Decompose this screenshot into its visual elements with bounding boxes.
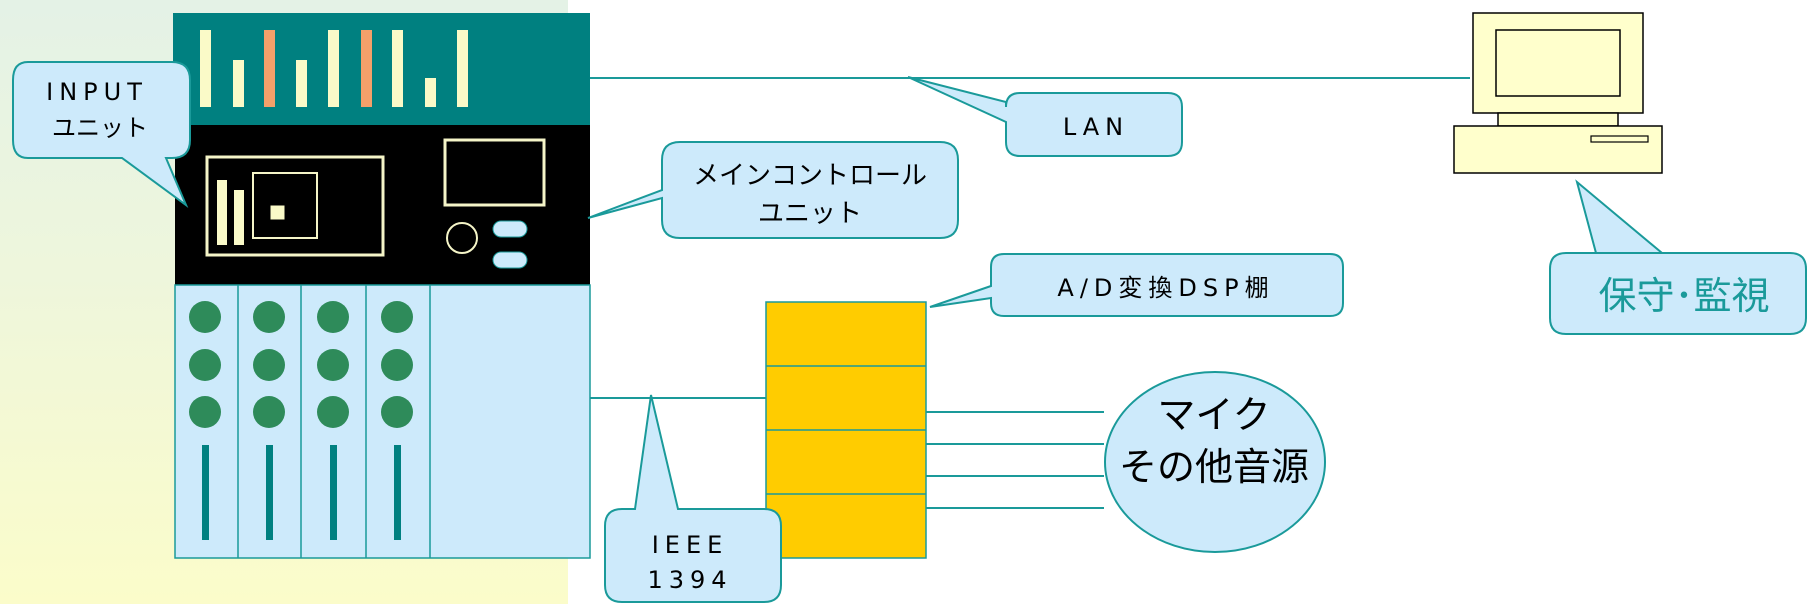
main-control-label-line1: メインコントロール <box>693 161 927 191</box>
maintenance-callout: 保守･監視 <box>1549 179 1807 335</box>
meter-bar-7 <box>392 30 403 107</box>
mic-label-line2: その他音源 <box>1119 445 1309 489</box>
ad-dsp-label: A/D変換DSP棚 <box>1057 274 1274 302</box>
channel-strip-3 <box>317 301 349 540</box>
lan-label: LAN <box>1063 113 1129 141</box>
meter-bar-5 <box>328 30 339 107</box>
meter-bar-6 <box>361 30 372 107</box>
meter-bar-2 <box>233 60 244 107</box>
maintenance-pc <box>1453 12 1663 174</box>
input-unit-label-line2: ユニット <box>52 114 148 142</box>
channel-strip-4 <box>381 301 413 540</box>
ieee-label-line2: 1394 <box>647 566 732 594</box>
ad-dsp-rack <box>765 301 927 559</box>
maintenance-label: 保守･監視 <box>1598 274 1769 318</box>
meter-bar-1 <box>200 30 211 107</box>
meter-bar-4 <box>296 60 307 107</box>
mic-sources-bubble: マイク その他音源 <box>1104 371 1326 553</box>
lan-callout: LAN <box>907 76 1183 157</box>
console-channel-strips <box>174 284 591 559</box>
ad-dsp-callout: A/D変換DSP棚 <box>929 253 1344 317</box>
meter-bar-8 <box>425 78 436 107</box>
input-unit-callout: INPUT ユニット <box>12 61 191 208</box>
input-unit-label-line1: INPUT <box>46 78 148 106</box>
channel-strip-2 <box>253 301 285 540</box>
meter-bar-9 <box>457 30 468 107</box>
mic-label-line1: マイク <box>1157 393 1270 437</box>
ieee1394-callout: IEEE 1394 <box>604 394 782 603</box>
main-control-panel <box>430 125 590 285</box>
input-unit-panel <box>175 125 430 285</box>
channel-strip-1 <box>189 301 221 540</box>
meter-bridge <box>173 13 590 125</box>
main-control-callout: メインコントロール ユニット <box>587 141 959 239</box>
main-control-label-line2: ユニット <box>758 199 862 229</box>
connection-lines <box>590 77 1470 509</box>
meter-bar-3 <box>264 30 275 107</box>
ieee-label-line1: IEEE <box>652 531 729 559</box>
